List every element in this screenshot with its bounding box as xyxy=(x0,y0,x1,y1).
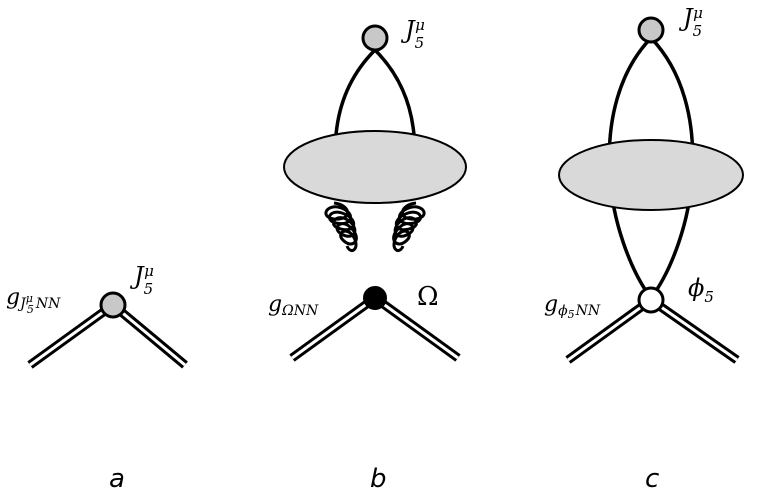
current-label-c: J5μ xyxy=(678,4,703,40)
panel-b: gΩNN J5μ Ω b xyxy=(268,16,467,494)
gluon-right xyxy=(392,201,426,252)
nucleon-line-left-c xyxy=(565,296,654,364)
axial-current-vertex-b xyxy=(361,24,389,52)
current-label-a: J5μ xyxy=(129,262,154,298)
operator-vertex-b xyxy=(363,286,387,310)
hadronic-blob-c xyxy=(558,139,744,211)
panel-label-b: b xyxy=(370,464,387,494)
pion-vertex-c xyxy=(637,286,665,314)
coupling-label-b: gΩNN xyxy=(268,292,319,319)
nucleon-line-left-b xyxy=(289,294,378,362)
axial-current-vertex-c xyxy=(637,16,665,44)
field-label-c: ϕ5 xyxy=(688,274,714,306)
nucleon-line-left xyxy=(27,301,116,369)
nucleon-line-right xyxy=(110,301,188,369)
panel-label-a: a xyxy=(109,464,125,494)
operator-label-b: Ω xyxy=(417,282,439,312)
gluon-left xyxy=(324,201,358,252)
current-label-b: J5μ xyxy=(400,16,425,52)
nucleon-line-right-c xyxy=(648,296,740,364)
hadronic-blob-b xyxy=(283,130,467,204)
panel-c: gϕ5NN J5μ ϕ5 c xyxy=(544,4,744,494)
axial-current-vertex xyxy=(99,291,127,319)
panel-label-c: c xyxy=(645,464,659,494)
nucleon-line-right-b xyxy=(372,294,461,362)
coupling-label-c: gϕ5NN xyxy=(544,292,601,321)
